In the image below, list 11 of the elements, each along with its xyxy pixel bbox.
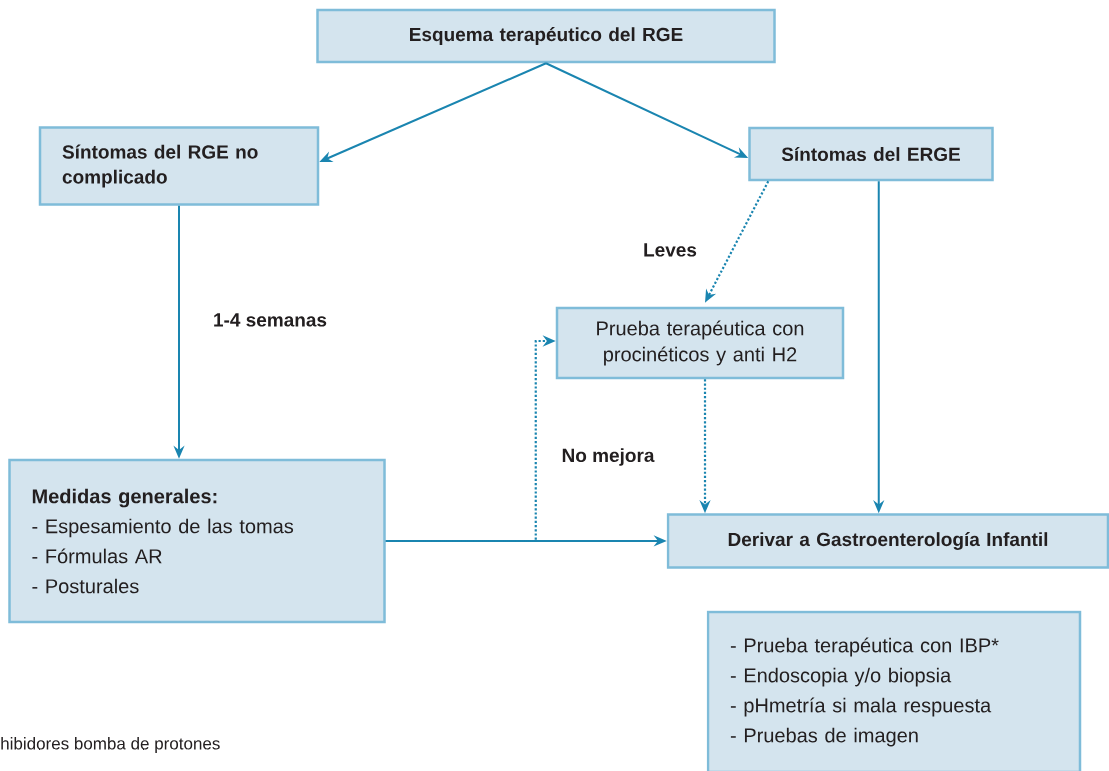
process-box: Síntomas del ERGE: [748, 126, 994, 182]
edge-label: 1-4 semanas: [210, 311, 330, 329]
process-box: Prueba terapéutica con procinéticos y anti H2: [555, 306, 845, 380]
list-box: - Prueba terapéutica con IBP* - Endoscopia y/o biopsia - pHmetría si mala respuesta - Pruebas de imagen: [706, 610, 1082, 771]
edge-label: Leves: [641, 241, 699, 259]
process-box: Derivar a Gastroenterología Infantil: [666, 513, 1109, 569]
footnote: hibidores bomba de protones: [1, 737, 220, 753]
edge-label: No mejora: [559, 446, 657, 468]
list-box: Medidas generales: - Espesamiento de las tomas - Fórmulas AR - Posturales: [8, 458, 386, 624]
process-box: Esquema terapéutico del RGE: [316, 8, 776, 64]
process-box: Síntomas del RGE no complicado: [38, 126, 320, 206]
